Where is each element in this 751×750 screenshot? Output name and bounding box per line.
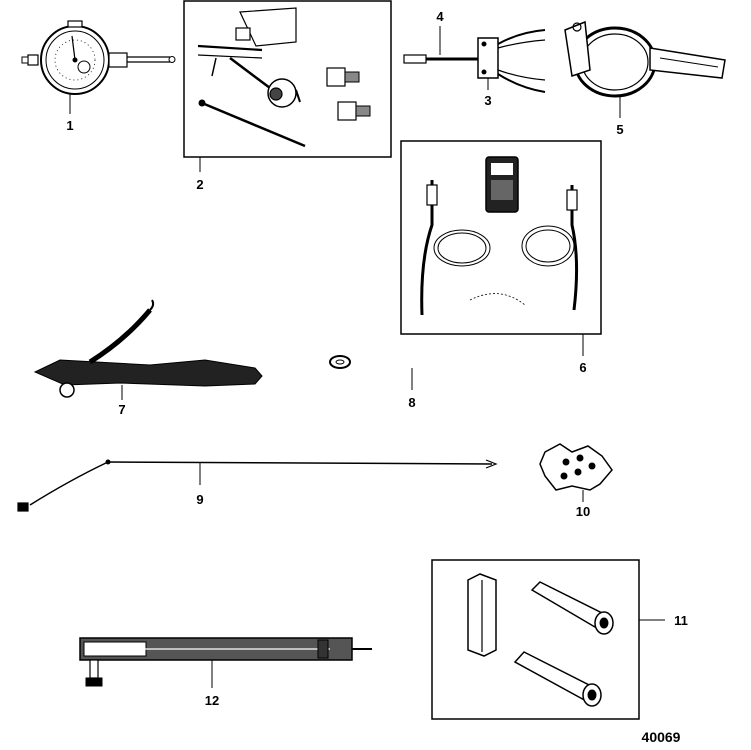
callout-11: 11 [674,613,688,628]
pliers-icon [477,29,546,93]
slide-hammer-tube-icon [79,637,372,688]
dial-indicator-mount-kit-icon [183,0,392,172]
callout-10: 10 [576,504,590,519]
callout-4: 4 [436,9,444,24]
callout-8: 8 [408,395,415,410]
callout-2: 2 [196,177,203,192]
hose-clamp-tool-icon [564,20,726,118]
callout-12: 12 [205,693,219,708]
figure-reference-number: 40069 [642,729,681,745]
test-lead-wire-icon [17,459,498,512]
callout-9: 9 [196,492,203,507]
spanner-nut-wrench-icon [539,443,613,502]
dial-indicator-icon [21,20,176,114]
washer-icon [329,355,413,390]
driver-set-icon [431,559,665,720]
callout-3: 3 [484,93,491,108]
pressure-test-kit-icon [400,140,602,356]
callout-6: 6 [579,360,586,375]
callout-1: 1 [66,118,73,133]
callout-7: 7 [118,402,125,417]
callout-5: 5 [616,122,623,137]
puller-tool-icon [33,299,263,400]
probe-rod-icon [403,26,478,64]
